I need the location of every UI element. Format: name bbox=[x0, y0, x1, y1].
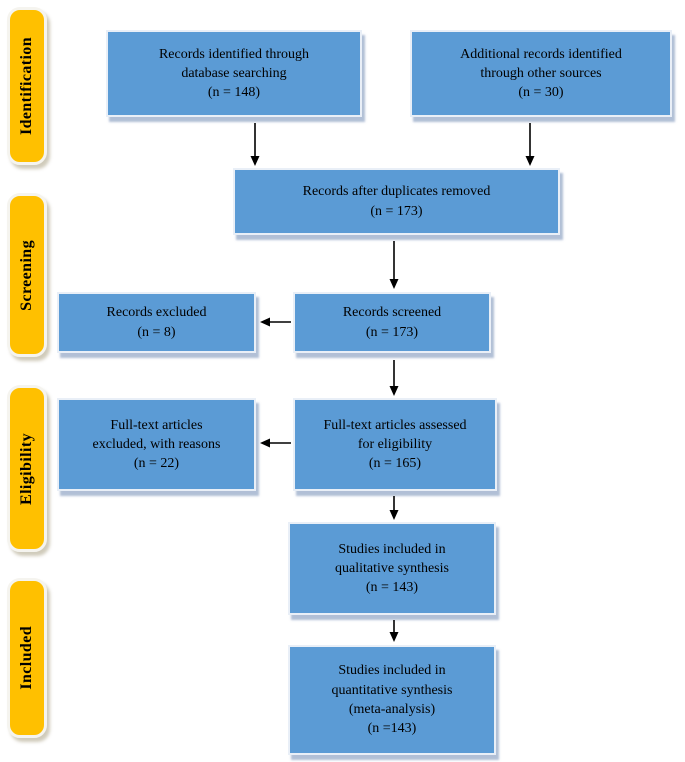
stage-identification: Identification bbox=[7, 7, 47, 165]
node-label: Records excluded (n = 8) bbox=[106, 305, 207, 340]
node-label: Records identified through database sear… bbox=[158, 46, 310, 101]
arrow-qualitative-to-quantitative bbox=[389, 620, 399, 642]
stage-label: Included bbox=[18, 626, 35, 690]
node-label: Studies included in qualitative synthesi… bbox=[335, 541, 449, 596]
arrow-assessed-to-ft-excluded bbox=[260, 438, 291, 448]
node-label: Studies included in quantitative synthes… bbox=[331, 663, 453, 737]
node-fulltext-excluded: Full-text articles excluded, with reason… bbox=[57, 398, 256, 491]
arrow-additional-to-dedup bbox=[525, 123, 535, 166]
arrow-assessed-to-qualitative bbox=[389, 496, 399, 520]
stage-included: Included bbox=[7, 578, 47, 738]
node-quantitative-synthesis: Studies included in quantitative synthes… bbox=[288, 645, 496, 755]
node-records-screened: Records screened (n = 173) bbox=[293, 292, 491, 353]
node-qualitative-synthesis: Studies included in qualitative synthesi… bbox=[288, 522, 496, 615]
node-label: Additional records identified through ot… bbox=[460, 46, 622, 101]
stage-label: Screening bbox=[18, 239, 35, 311]
node-records-identified: Records identified through database sear… bbox=[106, 30, 362, 117]
node-records-excluded: Records excluded (n = 8) bbox=[57, 292, 256, 353]
stage-label: Eligibility bbox=[18, 432, 35, 505]
stage-label: Identification bbox=[18, 36, 35, 136]
arrow-identified-to-dedup bbox=[250, 123, 260, 166]
node-fulltext-assessed: Full-text articles assessed for eligibil… bbox=[293, 398, 497, 491]
node-label: Full-text articles excluded, with reason… bbox=[92, 417, 221, 472]
arrow-screened-to-assessed bbox=[389, 360, 399, 396]
node-label: Records screened (n = 173) bbox=[342, 305, 442, 340]
node-duplicates-removed: Records after duplicates removed (n = 17… bbox=[233, 168, 560, 235]
stage-eligibility: Eligibility bbox=[7, 385, 47, 552]
arrow-dedup-to-screened bbox=[389, 241, 399, 289]
stage-screening: Screening bbox=[7, 193, 47, 357]
node-additional-records: Additional records identified through ot… bbox=[410, 30, 672, 117]
arrow-screened-to-excluded bbox=[260, 317, 291, 327]
node-label: Records after duplicates removed (n = 17… bbox=[302, 184, 491, 219]
node-label: Full-text articles assessed for eligibil… bbox=[323, 417, 467, 472]
